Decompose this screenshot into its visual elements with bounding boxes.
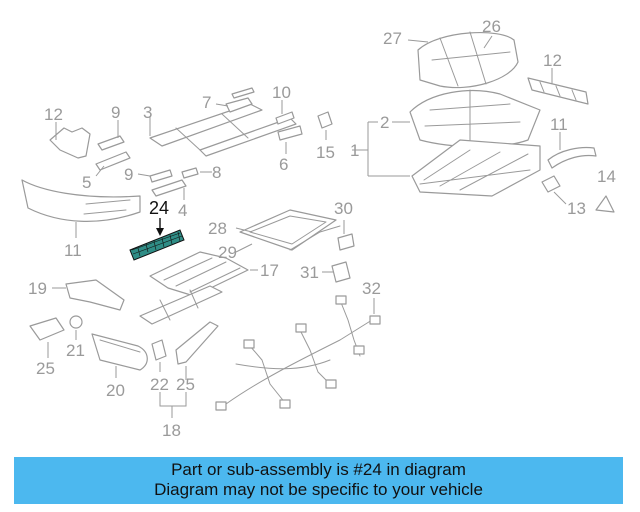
part-20	[52, 279, 125, 311]
callout-3: 3	[143, 103, 152, 122]
part-rail-frame	[149, 103, 297, 157]
callout-8: 8	[212, 163, 221, 182]
callout-18: 17	[260, 261, 279, 280]
callout-2: 2	[380, 113, 389, 132]
callout-11: 11	[64, 241, 82, 260]
part-7-10	[215, 87, 295, 125]
callout-15: 13	[567, 199, 586, 218]
part-side-trim	[21, 179, 141, 238]
part-13	[547, 132, 597, 169]
callout-25: 25	[176, 375, 195, 394]
callout-10: 10	[272, 83, 291, 102]
part-12	[49, 122, 91, 159]
part-9-8-4	[137, 167, 212, 200]
callout-16: 14	[597, 167, 616, 186]
callout-22: 21	[66, 341, 85, 360]
part-seat-pan	[392, 89, 541, 148]
callout-14: 12	[543, 51, 562, 70]
callout-30: 29	[218, 243, 237, 262]
part-wiring-harness	[215, 295, 381, 411]
callout-19: 18	[162, 421, 181, 440]
callout-9a: 9	[111, 103, 120, 122]
banner-line-2: Diagram may not be specific to your vehi…	[154, 480, 483, 499]
banner-line-1: Part or sub-assembly is #24 in diagram	[171, 460, 466, 479]
part-14	[527, 68, 589, 105]
part-6	[277, 125, 303, 154]
callout-13: 11	[550, 115, 568, 134]
part-cushion-mat	[235, 209, 341, 253]
callout-6: 6	[279, 155, 288, 174]
part-seat-frame	[352, 121, 541, 197]
part-9-5	[95, 120, 131, 177]
callout-33: 32	[362, 279, 381, 298]
info-banner: Part or sub-assembly is #24 in diagram D…	[14, 457, 623, 504]
callout-17: 15	[316, 143, 335, 162]
callout-28: 27	[383, 29, 402, 48]
callout-26: 25	[36, 359, 55, 378]
part-31-32	[322, 220, 355, 283]
callout-29: 28	[208, 219, 227, 238]
part-seat-cushion	[407, 31, 519, 89]
callout-7: 7	[202, 93, 211, 112]
part-21	[91, 333, 148, 378]
part-23-25	[151, 321, 219, 418]
part-15-16	[541, 175, 615, 213]
callout-21: 20	[106, 381, 125, 400]
callout-31: 30	[334, 199, 353, 218]
callout-1: 1	[350, 141, 359, 160]
callout-5: 5	[82, 173, 91, 192]
callout-9b: 9	[124, 165, 133, 184]
callout-27: 26	[482, 17, 501, 36]
part-22-26	[29, 315, 83, 358]
callout-23: 22	[150, 375, 169, 394]
callout-32: 31	[300, 263, 319, 282]
part-24-highlighted[interactable]	[129, 218, 185, 261]
callout-4: 4	[178, 201, 187, 220]
callout-20: 19	[28, 279, 47, 298]
part-seat-track	[139, 251, 258, 325]
part-17	[317, 111, 333, 140]
callout-labels: 27 26 12 2 1 11 14 13 15 10 7 12 9 3 6 5…	[28, 17, 616, 440]
callout-24: 24	[149, 198, 169, 218]
callout-12: 12	[44, 105, 63, 124]
